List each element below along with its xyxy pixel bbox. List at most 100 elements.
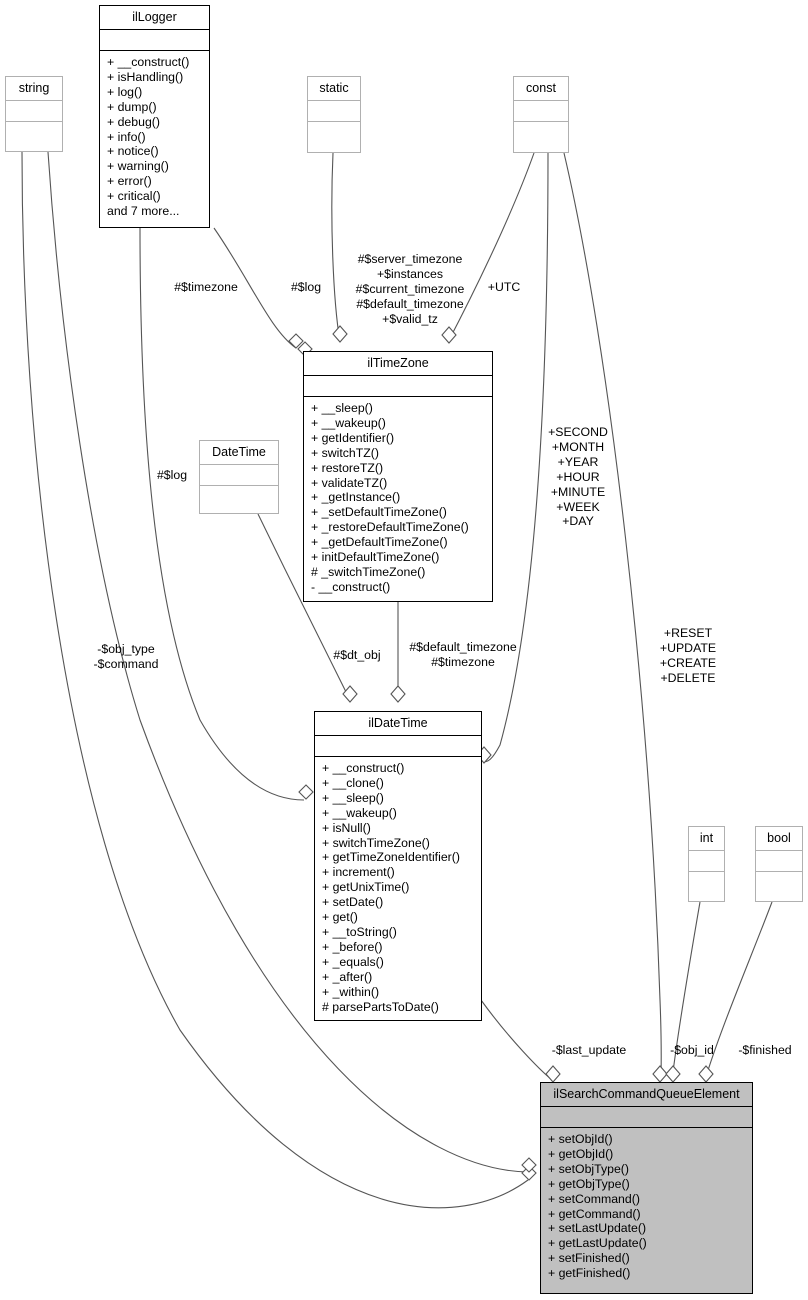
class-title-const: const [514, 77, 568, 101]
class-box-const[interactable]: const [513, 76, 569, 153]
class-operation: + __toString() [322, 924, 397, 939]
class-operation: + get() [322, 910, 358, 925]
class-box-string[interactable]: string [5, 76, 63, 152]
edge-label-finished: -$finished [738, 1043, 792, 1057]
edge-label-logger-timezone: #$timezone [174, 280, 238, 294]
class-operation: + warning() [107, 159, 169, 174]
class-operation: + debug() [107, 114, 160, 129]
class-operations-static [308, 122, 360, 152]
class-attributes-iltimezone [304, 376, 492, 397]
class-operation: + restoreTZ() [311, 460, 384, 475]
diamond-const-queue [652, 1065, 668, 1083]
class-operation: + __wakeup() [311, 415, 386, 430]
class-box-ildatetime[interactable]: ilDateTime + __construct()+ __clone()+ _… [314, 711, 482, 1021]
class-box-int[interactable]: int [688, 826, 725, 902]
class-title-ilsearchcommandqueueelement: ilSearchCommandQueueElement [541, 1083, 752, 1107]
class-attributes-int [689, 851, 724, 872]
class-attributes-string [6, 101, 62, 122]
class-operation: # parsePartsToDate() [322, 999, 439, 1014]
edge-label-static-log: #$log [290, 280, 322, 294]
class-box-bool[interactable]: bool [755, 826, 803, 902]
diamond-timezone-ildatetime [390, 685, 406, 703]
class-operation: + _getDefaultTimeZone() [311, 535, 448, 550]
class-operation: + validateTZ() [311, 475, 388, 490]
class-operation: + getUnixTime() [322, 880, 410, 895]
class-box-static[interactable]: static [307, 76, 361, 153]
class-operations-ilsearchcommandqueueelement: + setObjId()+ getObjId()+ setObjType()+ … [541, 1128, 752, 1293]
class-operation: + switchTZ() [311, 445, 379, 460]
class-operation: + initDefaultTimeZone() [311, 550, 440, 565]
class-operation: + __construct() [322, 761, 405, 775]
class-operation: + setObjType() [548, 1161, 629, 1176]
class-operation: + __wakeup() [322, 805, 397, 820]
class-operation: + _within() [322, 984, 380, 999]
class-operation: + dump() [107, 99, 157, 114]
class-operation: + getLastUpdate() [548, 1236, 647, 1251]
class-title-illogger: ilLogger [100, 6, 209, 30]
class-operation: + __construct() [107, 55, 190, 69]
class-title-iltimezone: ilTimeZone [304, 352, 492, 376]
class-box-illogger[interactable]: ilLogger + __construct()+ isHandling()+ … [99, 5, 210, 228]
class-operation: + log() [107, 84, 143, 99]
class-operation: + getObjType() [548, 1176, 630, 1191]
diamond-ildatetime-queue [545, 1065, 561, 1083]
class-operation: + _after() [322, 969, 373, 984]
edge-label-obj-id: -$obj_id [670, 1043, 714, 1057]
edge-label-const-datetime-constants: +SECOND +MONTH +YEAR +HOUR +MINUTE +WEEK… [548, 425, 608, 529]
class-box-ilsearchcommandqueueelement[interactable]: ilSearchCommandQueueElement + setObjId()… [540, 1082, 753, 1294]
diamond-datetime-ildatetime [342, 685, 358, 703]
class-operation: + getIdentifier() [311, 430, 395, 445]
class-operations-illogger: + __construct()+ isHandling()+ log()+ du… [100, 51, 209, 227]
class-operation: + _restoreDefaultTimeZone() [311, 520, 469, 535]
diamond-bool-queue [698, 1065, 714, 1083]
class-box-iltimezone[interactable]: ilTimeZone + __sleep()+ __wakeup()+ getI… [303, 351, 493, 602]
class-operation: + getCommand() [548, 1206, 641, 1221]
diamond-static-timezone [332, 325, 348, 343]
class-operations-string [6, 122, 62, 151]
diamond-const-timezone [441, 326, 457, 344]
class-title-static: static [308, 77, 360, 101]
class-operations-bool [756, 872, 802, 901]
class-box-datetime[interactable]: DateTime [199, 440, 279, 514]
diamond-int-queue [665, 1065, 681, 1083]
class-operations-int [689, 872, 724, 901]
diamond-string-queue [521, 1165, 537, 1181]
class-attributes-const [514, 101, 568, 122]
edge-label-string-queue: -$obj_type -$command [93, 642, 159, 671]
class-operation: + __sleep() [322, 790, 384, 805]
class-attributes-ilsearchcommandqueueelement [541, 1107, 752, 1128]
class-operation: + getTimeZoneIdentifier() [322, 850, 460, 865]
edge-label-const-queue-constants: +RESET +UPDATE +CREATE +DELETE [659, 626, 717, 685]
class-operation: + __clone() [322, 775, 384, 790]
class-operation: + isHandling() [107, 69, 184, 84]
class-operation: + _equals() [322, 954, 384, 969]
edge-label-logger-datetime-log: #$log [156, 468, 188, 482]
class-operation: + getFinished() [548, 1266, 631, 1281]
edge-label-dt-obj: #$dt_obj [333, 648, 381, 662]
class-operation: + increment() [322, 865, 395, 880]
class-operation: + setDate() [322, 895, 384, 910]
class-operation: + switchTimeZone() [322, 835, 430, 850]
class-attributes-static [308, 101, 360, 122]
class-operation: - __construct() [311, 579, 391, 594]
class-operations-datetime [200, 486, 278, 513]
edge-label-static-fields: #$server_timezone +$instances #$current_… [355, 252, 465, 326]
class-operation: + setLastUpdate() [548, 1221, 647, 1236]
class-operation: + setFinished() [548, 1251, 630, 1266]
class-operation: + _getInstance() [311, 490, 401, 505]
class-operations-ildatetime: + __construct()+ __clone()+ __sleep()+ _… [315, 757, 481, 1020]
edge-label-timezone-ildatetime: #$default_timezone #$timezone [409, 640, 517, 669]
class-attributes-datetime [200, 465, 278, 486]
class-title-ildatetime: ilDateTime [315, 712, 481, 736]
class-attributes-bool [756, 851, 802, 872]
diamond-logger-ildatetime [298, 784, 314, 800]
edge-label-const-utc: +UTC [487, 280, 521, 294]
class-operations-iltimezone: + __sleep()+ __wakeup()+ getIdentifier()… [304, 397, 492, 601]
class-operation: + critical() [107, 189, 161, 204]
class-operation: and 7 more... [107, 204, 180, 219]
class-operation: + __sleep() [311, 401, 373, 415]
class-operation: + _before() [322, 939, 383, 954]
class-title-bool: bool [756, 827, 802, 851]
class-operation: + notice() [107, 144, 159, 159]
